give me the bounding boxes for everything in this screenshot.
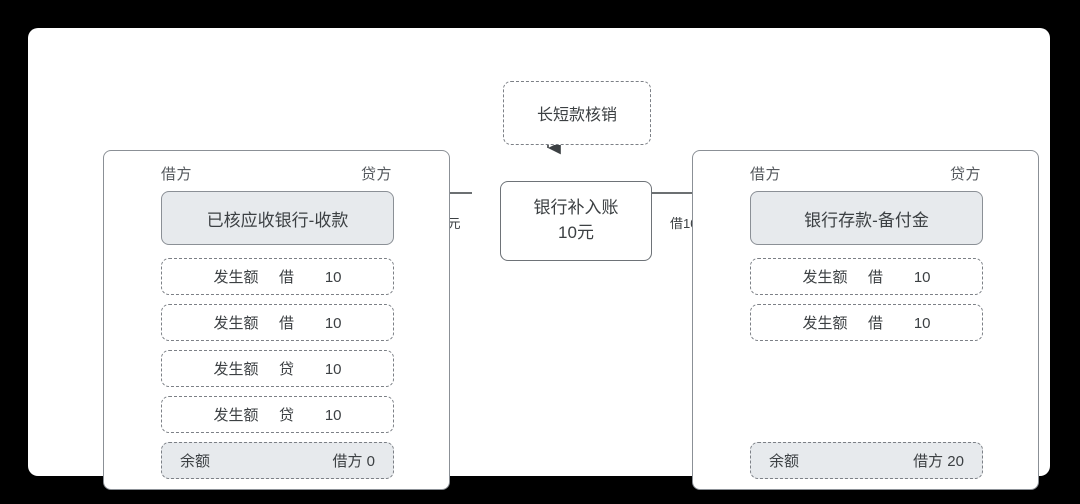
amount-row[interactable]: 发生额 借 10 xyxy=(750,258,983,295)
amount-row-value: 10 xyxy=(913,269,931,286)
amount-row-label: 发生额 xyxy=(213,315,259,332)
node-write-off[interactable]: 长短款核销 xyxy=(503,81,651,145)
amount-row[interactable]: 发生额 借 10 xyxy=(750,304,983,341)
node-bank-supplement-line1: 银行补入账 xyxy=(533,198,619,218)
amount-row-side: 借 xyxy=(278,315,294,332)
column-header-credit-left: 贷方 xyxy=(360,166,392,183)
amount-row[interactable]: 发生额 借 10 xyxy=(161,304,394,341)
amount-row-value: 10 xyxy=(324,315,342,332)
amount-row-value: 10 xyxy=(324,269,342,286)
amount-row-value: 10 xyxy=(324,361,342,378)
t-account-panel-right: 借方 贷方 银行存款-备付金 发生额 借 10 发生额 借 10 余额 借方 xyxy=(692,150,1039,490)
balance-row-left[interactable]: 余额 借方 0 xyxy=(161,442,394,479)
amount-row-label: 发生额 xyxy=(802,269,848,286)
amount-row-label: 发生额 xyxy=(802,315,848,332)
amount-row[interactable]: 发生额 贷 10 xyxy=(161,396,394,433)
amount-row-side: 借 xyxy=(278,269,294,286)
amount-row-side: 借 xyxy=(867,315,883,332)
amount-row-label: 发生额 xyxy=(213,407,259,424)
column-header-debit-right: 借方 xyxy=(750,166,782,183)
amount-row[interactable]: 发生额 贷 10 xyxy=(161,350,394,387)
amount-row-label: 发生额 xyxy=(213,269,259,286)
amount-row-side: 贷 xyxy=(278,407,294,424)
balance-row-right[interactable]: 余额 借方 20 xyxy=(750,442,983,479)
account-title-left[interactable]: 已核应收银行-收款 xyxy=(161,191,394,245)
balance-value: 借方 0 xyxy=(332,453,375,470)
t-account-panel-left: 借方 贷方 已核应收银行-收款 发生额 借 10 发生额 借 10 发生 xyxy=(103,150,450,490)
node-bank-supplement[interactable]: 银行补入账 10元 xyxy=(500,181,652,261)
amount-row-side: 贷 xyxy=(278,361,294,378)
balance-value: 借方 20 xyxy=(913,453,964,470)
column-header-debit-left: 借方 xyxy=(161,166,193,183)
balance-label: 余额 xyxy=(180,453,211,470)
amount-row-side: 借 xyxy=(867,269,883,286)
diagram-canvas: 贷10元 借10元 长短款核销 银行补入账 10元 借方 贷方 已核应收银行-收… xyxy=(28,28,1050,490)
amount-row[interactable]: 发生额 借 10 xyxy=(161,258,394,295)
amount-row-value: 10 xyxy=(913,315,931,332)
amount-row-label: 发生额 xyxy=(213,361,259,378)
node-bank-supplement-line2: 10元 xyxy=(558,223,594,242)
balance-label: 余额 xyxy=(769,453,800,470)
account-title-right[interactable]: 银行存款-备付金 xyxy=(750,191,983,245)
column-header-credit-right: 贷方 xyxy=(949,166,981,183)
amount-row-value: 10 xyxy=(324,407,342,424)
